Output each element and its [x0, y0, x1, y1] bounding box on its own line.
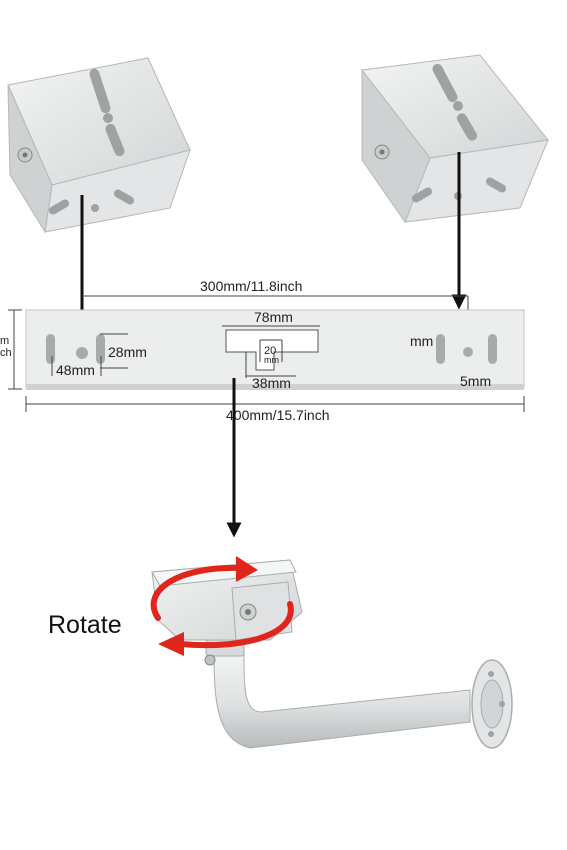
top-span-label: 300mm/11.8inch — [200, 278, 302, 294]
left-slot-dimension — [51, 333, 128, 376]
center-bottom-label: 38mm — [252, 375, 291, 391]
center-outer-label: 78mm — [254, 309, 293, 325]
wall-arm-bracket — [151, 559, 513, 749]
bottom-span-label: 400mm/15.7inch — [226, 407, 330, 423]
center-inner-unit: mm — [264, 355, 279, 365]
left-height-label-bottom: ch — [0, 347, 12, 359]
left-bracket — [7, 57, 191, 234]
right-bracket — [361, 54, 549, 224]
mounting-plate — [25, 309, 525, 390]
center-slot-dimension — [222, 325, 320, 378]
slot-width-label: 48mm — [56, 362, 95, 378]
right-slot-label: mm — [410, 333, 433, 349]
right-slot-small-label: 5mm — [460, 373, 491, 389]
rotate-label: Rotate — [48, 611, 122, 639]
center-inner-label: 20 — [264, 345, 276, 357]
slot-height-label: 28mm — [108, 344, 147, 360]
bottom-span-dimension — [25, 396, 525, 412]
rotate-arrows-icon — [150, 556, 294, 656]
left-height-label-top: m — [0, 335, 9, 347]
